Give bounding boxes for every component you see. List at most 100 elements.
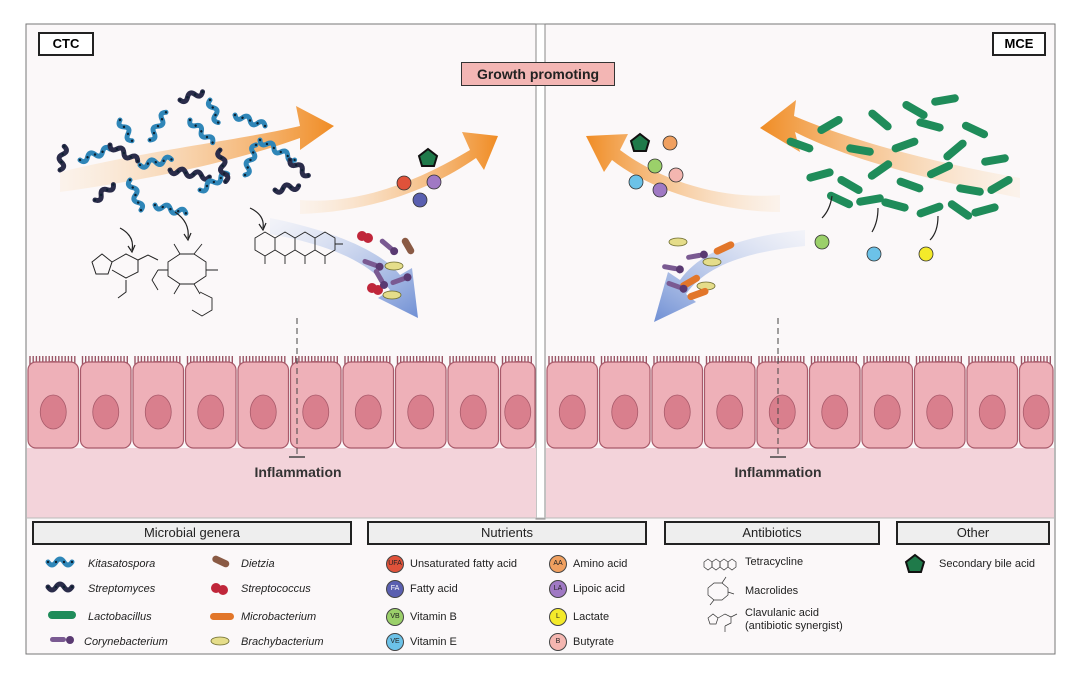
filament-spore [188, 118, 192, 122]
filament-spore [70, 560, 74, 564]
filament-spore [139, 208, 143, 212]
filament-spore [222, 172, 226, 175]
legend-butyrate: Butyrate [573, 636, 614, 648]
legend-kitasatospora-icon [45, 556, 75, 568]
legend-l-icon: L [549, 608, 567, 626]
filament-spore [263, 124, 267, 128]
cell-nucleus [302, 394, 330, 430]
legend-amino-acid: Amino acid [573, 558, 628, 570]
arrow-to-tetracycline [249, 207, 264, 229]
inflammation-label-left: Inflammation [254, 464, 342, 480]
lactobacillus-rod [846, 144, 874, 156]
lactobacillus-rod [916, 118, 944, 132]
actinomycete-filament [167, 166, 212, 182]
lactobacillus-rod [956, 184, 984, 196]
cell-nucleus [354, 394, 382, 430]
actinomycete-filament [152, 202, 189, 216]
filament-spore [78, 158, 82, 162]
actinomycete-filament [177, 89, 206, 105]
legend-corynebacterium-head [66, 636, 74, 644]
filament-spore [248, 119, 252, 122]
filament-spore [137, 201, 140, 204]
lamina-right [546, 448, 1054, 518]
mce-microbes [786, 94, 1013, 220]
filament-spore [246, 166, 249, 169]
filament [92, 182, 116, 203]
filament-spore [93, 153, 97, 156]
orange-arrow-right-upper [586, 134, 780, 212]
epithelium-right [546, 356, 1054, 449]
filament-spore [54, 560, 58, 564]
panel-label-mce: MCE [992, 32, 1046, 56]
corynebacterium [362, 258, 384, 271]
microbacterium [713, 241, 735, 255]
legend-microbacterium: Microbacterium [241, 611, 317, 623]
filament-spore [136, 159, 139, 163]
filament-spore [219, 176, 222, 180]
legend-ufa-icon: UFA [386, 555, 404, 573]
legend-brachybacterium: Brachybacterium [241, 636, 324, 648]
arrow-to-ve [871, 207, 879, 233]
macrolide-structure [151, 243, 218, 317]
brachybacterium [382, 290, 402, 300]
filament-spore [134, 193, 137, 197]
filament-spore [156, 124, 160, 128]
filament-spore [46, 560, 50, 564]
filament-spore [218, 148, 222, 152]
filament-spore [214, 113, 217, 117]
filament-spore [256, 122, 259, 125]
filament-spore [122, 151, 126, 155]
legend-aa-icon: AA [549, 555, 567, 573]
filament-spore [212, 180, 216, 184]
filament-spore [224, 180, 227, 183]
legend-macrolides: Macrolides [745, 585, 799, 597]
filament [56, 143, 69, 173]
coryne-body [686, 252, 702, 260]
actinomycete-filament [205, 97, 221, 126]
filament-spore [208, 98, 212, 102]
filament-spore [169, 207, 172, 211]
filament-spore [126, 132, 130, 136]
nutrient-vb-marker [814, 234, 830, 250]
lactobacillus-rod [947, 200, 973, 220]
cell-nucleus [768, 394, 796, 430]
legend-clavulanic-acid: Clavulanic acid [745, 607, 819, 619]
nutrient-ufa-marker [396, 175, 412, 191]
nutrient-l-marker [918, 246, 934, 262]
legend-streptomyces-icon [45, 581, 75, 593]
actinomycete-filament [257, 137, 298, 164]
filament-spore [86, 156, 89, 159]
legend-fa-icon: FA [386, 580, 404, 598]
lamina-left [27, 448, 536, 518]
filament-spore [60, 160, 63, 164]
corynebacterium [662, 264, 684, 274]
arrowhead [183, 232, 192, 242]
filament-spore [233, 113, 237, 117]
filament-spore [62, 585, 66, 589]
lactobacillus-rod [826, 191, 854, 209]
nutrient-la-marker [652, 182, 668, 198]
cell-nucleus [92, 394, 120, 430]
filament-spore [106, 188, 109, 191]
coryne-head [699, 250, 708, 259]
cell-nucleus [249, 394, 277, 430]
filament-spore [297, 184, 300, 188]
filament-spore [118, 118, 122, 122]
lactobacillus-rod [881, 198, 909, 212]
lactobacillus-rod [868, 109, 892, 131]
filament-spore [160, 118, 164, 121]
cell-nucleus [716, 394, 744, 430]
filament-spore [294, 163, 298, 167]
cell-nucleus [407, 394, 435, 430]
filament-spore [112, 183, 115, 186]
filament-spore [164, 111, 168, 114]
cell-nucleus [197, 394, 225, 430]
filament-spore [62, 145, 66, 148]
epithelium-left [27, 356, 536, 449]
brachybacterium [702, 257, 722, 267]
lactobacillus-rod [981, 154, 1009, 166]
filament [272, 182, 302, 195]
filament-spore [138, 163, 142, 167]
filament-spore [61, 153, 64, 156]
filament-spore [272, 146, 276, 150]
